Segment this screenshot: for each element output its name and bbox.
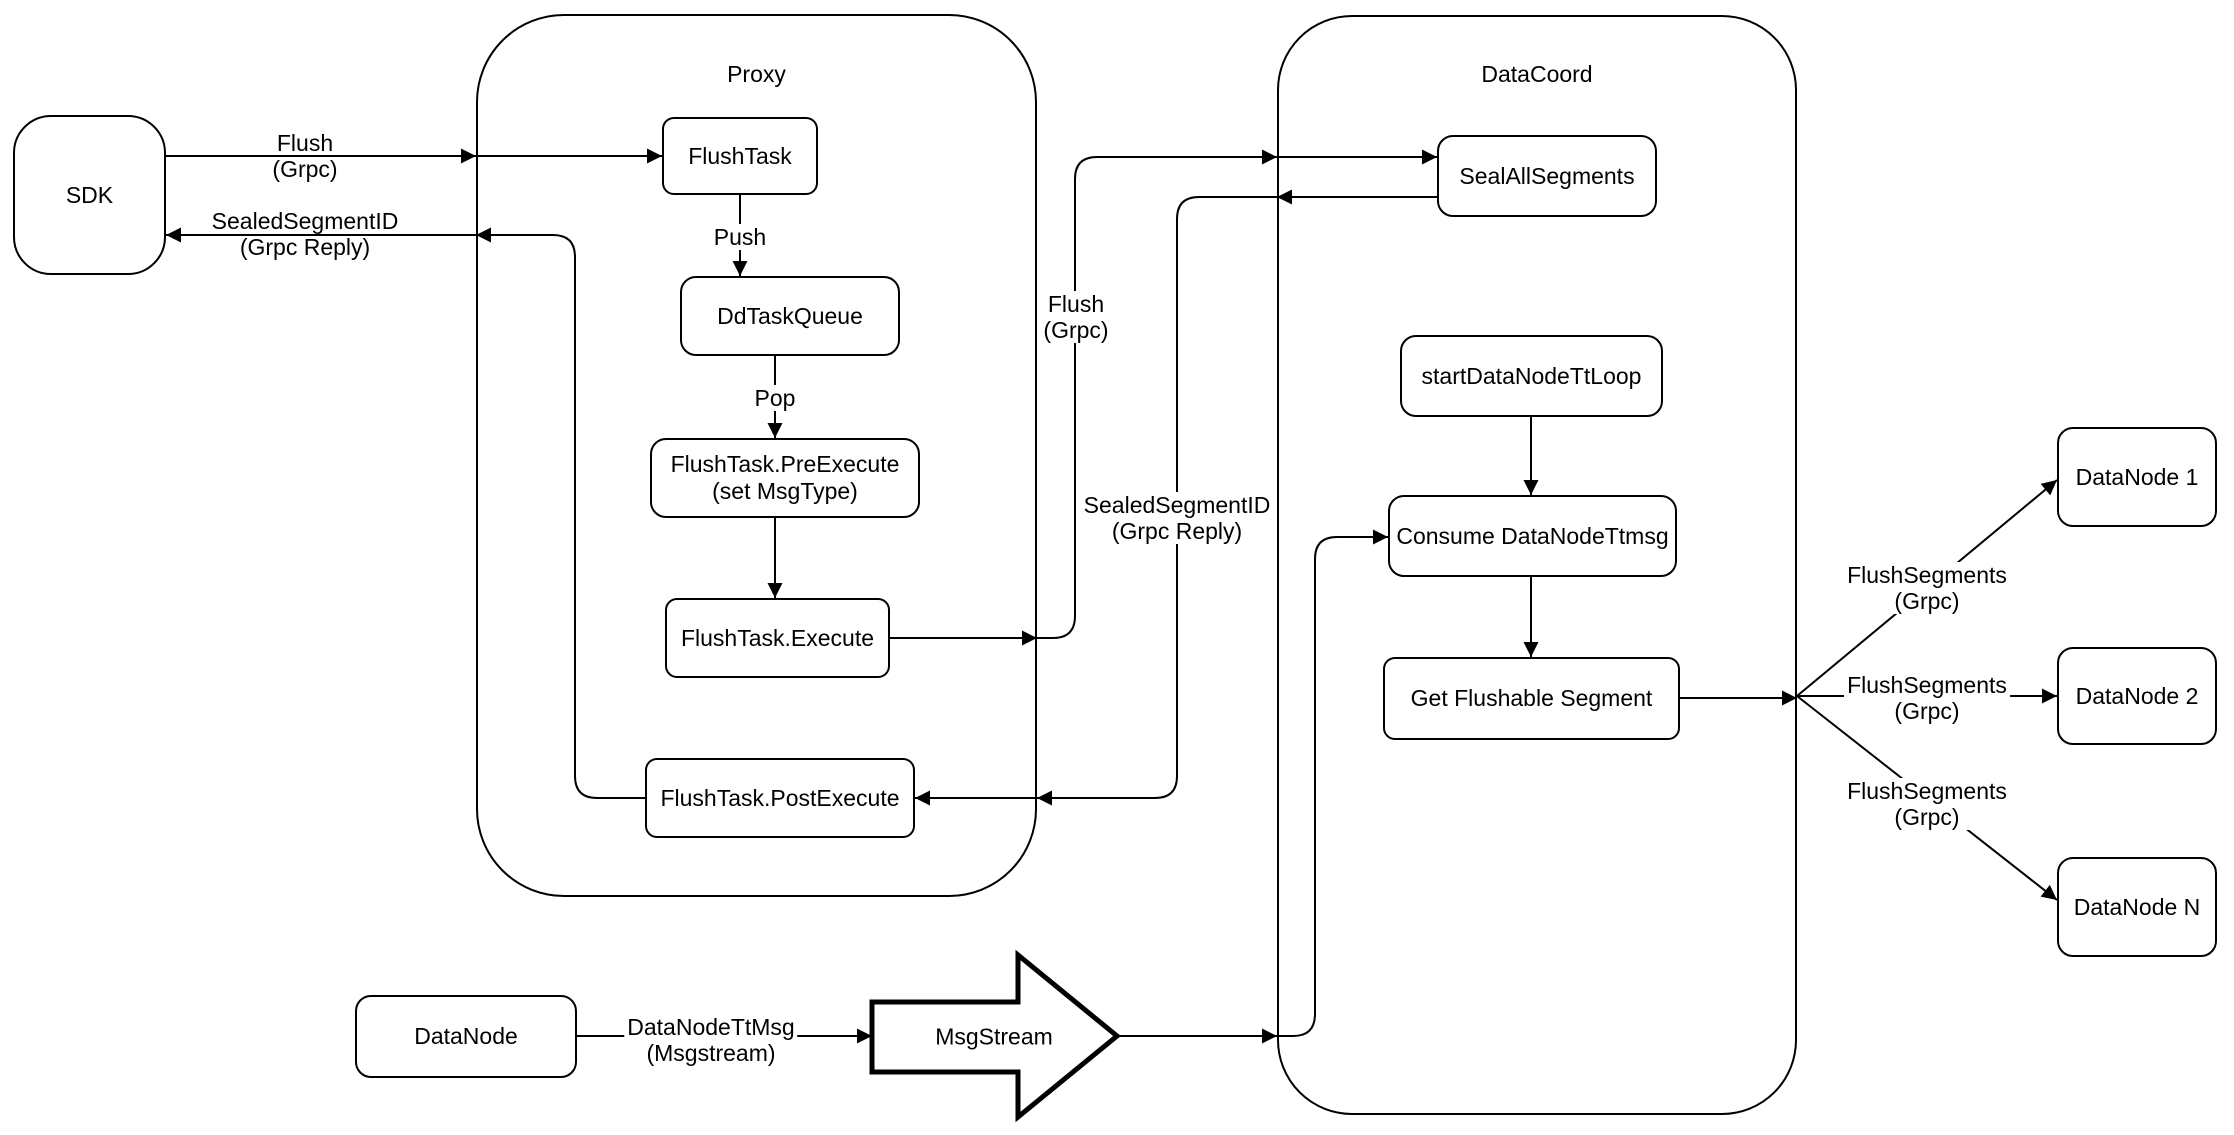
edge-label-pop: Pop	[751, 385, 799, 411]
node-flushtask-execute-label: FlushTask.Execute	[680, 624, 875, 651]
node-flushtask-postexecute-label: FlushTask.PostExecute	[660, 784, 900, 811]
edge-label-flushsegments-2: FlushSegments (Grpc)	[1844, 672, 2010, 724]
node-ddtaskqueue-label: DdTaskQueue	[717, 302, 863, 329]
node-datanode-bottom-label: DataNode	[414, 1023, 518, 1049]
node-get-flushable-segment-label: Get Flushable Segment	[1410, 685, 1653, 711]
node-flushtask-preexecute-sublabel: (set MsgType)	[712, 478, 858, 504]
node-flushtask-preexecute: FlushTask.PreExecute (set MsgType)	[650, 438, 920, 518]
edge-label-flushsegments-3: FlushSegments (Grpc)	[1844, 778, 2010, 830]
edge-postexecute-to-proxy-edge	[476, 227, 645, 799]
node-datanode-1-label: DataNode 1	[2075, 463, 2199, 490]
node-consume-datanodettmsg-label: Consume DataNodeTtmsg	[1396, 522, 1669, 549]
node-flushtask-preexecute-label: FlushTask.PreExecute	[670, 451, 900, 477]
msgstream-label: MsgStream	[935, 1023, 1053, 1050]
edge-msgstream-riser-to-consume	[1277, 529, 1388, 1037]
edge-label-sealedsegmentid-sdk: SealedSegmentID (Grpc Reply)	[211, 208, 399, 260]
node-flushtask-label: FlushTask	[688, 142, 792, 169]
edge-label-flush-sdk: Flush (Grpc)	[272, 130, 338, 182]
node-flushtask: FlushTask	[662, 117, 818, 195]
node-ddtaskqueue: DdTaskQueue	[680, 276, 900, 356]
node-flushtask-postexecute: FlushTask.PostExecute	[645, 758, 915, 838]
node-datanode-2-label: DataNode 2	[2075, 682, 2199, 709]
node-datanode-bottom: DataNode	[355, 995, 577, 1078]
edge-label-flush-mid: Flush (Grpc)	[1040, 291, 1112, 343]
proxy-title: Proxy	[727, 61, 786, 87]
node-datanode-2: DataNode 2	[2057, 647, 2217, 745]
edge-label-datanodettmsg: DataNodeTtMsg (Msgstream)	[624, 1014, 798, 1066]
datacoord-title: DataCoord	[1481, 61, 1593, 87]
node-datanode-n-label: DataNode N	[2073, 893, 2201, 920]
node-datanode-1: DataNode 1	[2057, 427, 2217, 527]
node-flushtask-execute: FlushTask.Execute	[665, 598, 890, 678]
edge-flush-riser	[1037, 149, 1277, 639]
node-datanode-n: DataNode N	[2057, 857, 2217, 957]
edge-label-push: Push	[710, 224, 770, 250]
node-sdk: SDK	[13, 115, 166, 275]
node-startdatanodettloop-label: startDataNodeTtLoop	[1421, 362, 1642, 389]
node-consume-datanodettmsg: Consume DataNodeTtmsg	[1388, 495, 1677, 577]
node-sealallsegments: SealAllSegments	[1437, 135, 1657, 217]
node-sealallsegments-label: SealAllSegments	[1459, 162, 1635, 189]
node-sdk-label: SDK	[65, 181, 114, 208]
edge-label-flushsegments-1: FlushSegments (Grpc)	[1844, 562, 2010, 614]
edge-label-sealedsegmentid-mid: SealedSegmentID (Grpc Reply)	[1080, 492, 1274, 544]
msgstream-arrow-shape	[869, 949, 1121, 1123]
node-get-flushable-segment: Get Flushable Segment	[1383, 657, 1680, 740]
node-startdatanodettloop: startDataNodeTtLoop	[1400, 335, 1663, 417]
